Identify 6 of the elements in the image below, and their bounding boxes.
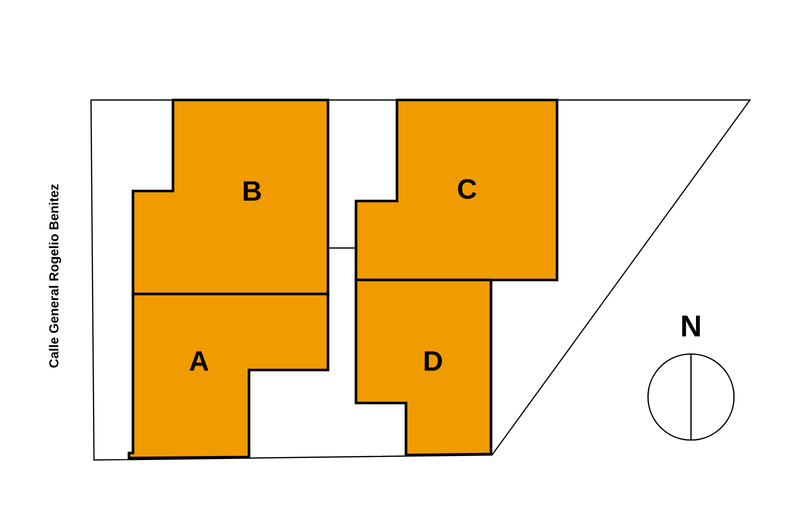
building-block: B bbox=[132, 98, 330, 296]
building-block: A bbox=[128, 292, 330, 460]
street-name: Calle General Rogelio Benitez bbox=[48, 184, 62, 368]
building-block: C bbox=[354, 98, 558, 282]
north-label: N bbox=[682, 316, 700, 336]
building-block: D bbox=[354, 278, 492, 456]
